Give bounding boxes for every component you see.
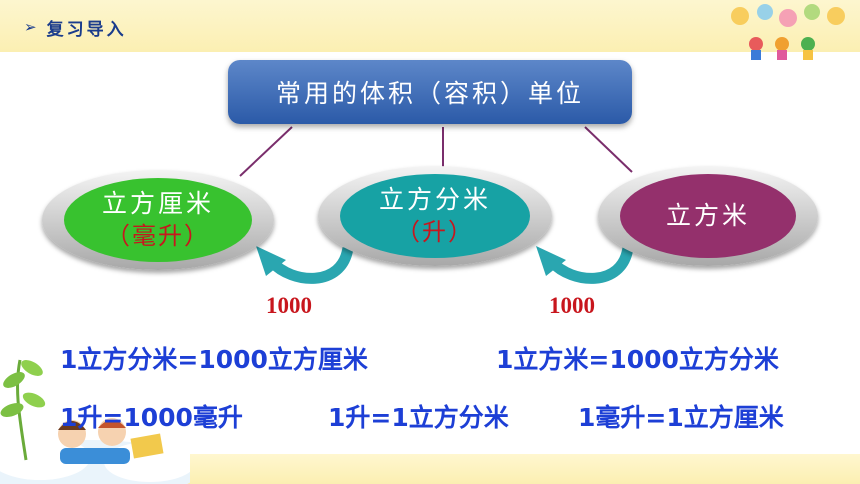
fact-l-dm3: 1升=1立方分米 [328,403,509,432]
unit-cubic-meter: 立方米 [620,174,796,258]
conversion-rate-right: 1000 [549,293,595,318]
unit-name: 立方米 [665,201,750,230]
unit-cubic-decimeter: 立方分米 （升） [340,174,530,258]
unit-cubic-centimeter: 立方厘米 （毫升） [64,178,252,262]
unit-alias: （升） [396,218,474,246]
fact-dm3-cm3: 1立方分米=1000立方厘米 [60,345,368,374]
kids-numbers-decoration-icon [731,4,845,60]
unit-name: 立方分米 [378,185,491,214]
banner-title: 常用的体积（容积）单位 [275,79,584,108]
unit-name: 立方厘米 [101,189,214,218]
fact-m3-dm3: 1立方米=1000立方分米 [496,345,779,374]
section-title: 复习导入 [46,19,127,40]
top-bar [0,0,860,52]
fact-l-ml: 1升=1000毫升 [60,403,243,432]
children-reading-illustration-icon [0,359,190,484]
conversion-rate-left: 1000 [266,293,312,318]
fact-ml-cm3: 1毫升=1立方厘米 [578,403,784,432]
unit-alias: （毫升） [106,222,210,250]
section-header: ➢ 复习导入 [24,14,127,40]
arrow-bullet-icon: ➢ [24,18,37,36]
units-banner: 常用的体积（容积）单位 [228,60,632,124]
